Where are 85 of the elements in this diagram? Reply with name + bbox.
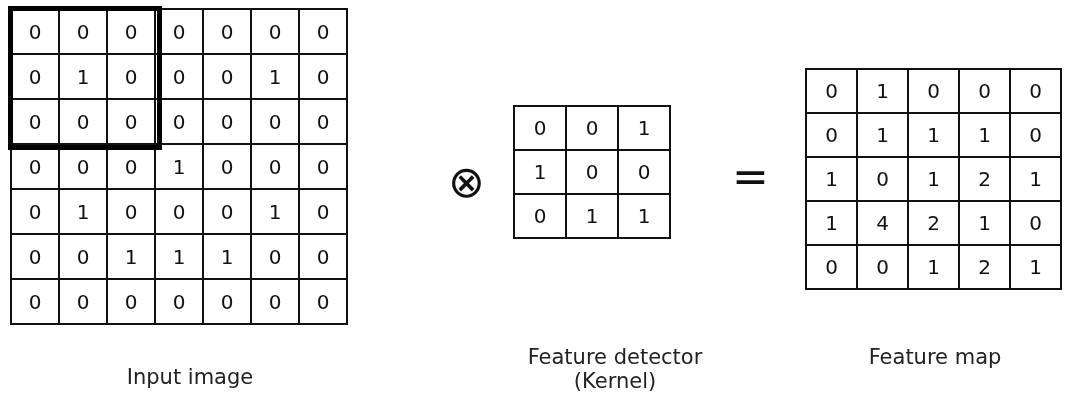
matrix-cell: 0 [203,189,251,234]
matrix-cell: 0 [203,144,251,189]
matrix-cell: 0 [1010,201,1061,245]
matrix-cell: 0 [203,99,251,144]
matrix-cell: 0 [299,189,347,234]
matrix-cell: 1 [618,194,670,238]
matrix-cell: 0 [299,54,347,99]
matrix-cell: 0 [11,279,59,324]
matrix-cell: 0 [155,279,203,324]
matrix-cell: 1 [251,54,299,99]
matrix-cell: 0 [299,144,347,189]
matrix-cell: 0 [203,279,251,324]
matrix-cell: 2 [908,201,959,245]
matrix-cell: 1 [514,150,566,194]
matrix-cell: 0 [857,157,908,201]
matrix-cell: 1 [806,201,857,245]
matrix-cell: 0 [155,9,203,54]
matrix-cell: 0 [806,69,857,113]
matrix-cell: 0 [107,9,155,54]
matrix-cell: 0 [299,9,347,54]
caption: Input image [125,365,255,389]
matrix-cell: 0 [155,54,203,99]
matrix-cell: 1 [959,201,1010,245]
matrix-cell: 1 [59,54,107,99]
matrix-cell: 0 [11,54,59,99]
matrix-cell: 1 [857,113,908,157]
matrix-cell: 0 [618,150,670,194]
matrix-cell: 1 [251,189,299,234]
matrix-cell: 0 [908,69,959,113]
matrix-cell: 0 [806,245,857,289]
equals-sign: = [732,155,769,199]
matrix-cell: 0 [251,234,299,279]
matrix-cell: 1 [908,157,959,201]
matrix-cell: 0 [11,9,59,54]
matrix-cell: 0 [251,9,299,54]
matrix-cell: 0 [59,99,107,144]
matrix-cell: 0 [299,234,347,279]
matrix-cell: 0 [857,245,908,289]
matrix-cell: 1 [107,234,155,279]
caption: Feature detector (Kernel) [526,345,704,393]
matrix-cell: 1 [203,234,251,279]
matrix-cell: 0 [11,234,59,279]
matrix-cell: 0 [806,113,857,157]
matrix-cell: 4 [857,201,908,245]
matrix-cell: 1 [1010,245,1061,289]
matrix-cell: 0 [251,99,299,144]
matrix-cell: 0 [299,279,347,324]
matrix-cell: 1 [908,113,959,157]
matrix-cell: 1 [618,106,670,150]
matrix-cell: 0 [203,54,251,99]
matrix-cell: 0 [566,150,618,194]
matrix-cell: 1 [155,234,203,279]
matrix-cell: 0 [107,99,155,144]
matrix-cell: 2 [959,157,1010,201]
convolution-symbol: ⊗ [448,160,485,204]
matrix-cell: 1 [1010,157,1061,201]
matrix-cell: 0 [251,144,299,189]
matrix-cell: 0 [155,189,203,234]
matrix-cell: 1 [155,144,203,189]
matrix-cell: 0 [107,189,155,234]
matrix-cell: 0 [959,69,1010,113]
matrix-cell: 0 [107,279,155,324]
matrix-cell: 0 [1010,69,1061,113]
matrix-cell: 1 [959,113,1010,157]
matrix-cell: 0 [11,189,59,234]
caption: Feature map [867,345,1003,369]
matrix-cell: 1 [857,69,908,113]
matrix-cell: 0 [299,99,347,144]
matrix-cell: 0 [107,54,155,99]
matrix-cell: 0 [1010,113,1061,157]
matrix-cell: 0 [11,99,59,144]
matrix-cell: 0 [514,194,566,238]
matrix-cell: 1 [59,189,107,234]
matrix-cell: 1 [566,194,618,238]
matrix-cell: 0 [566,106,618,150]
matrix-cell: 0 [59,279,107,324]
matrix-cell: 1 [806,157,857,201]
matrix-cell: 0 [514,106,566,150]
matrix-cell: 0 [59,9,107,54]
matrix-cell: 2 [959,245,1010,289]
matrix-cell: 0 [59,234,107,279]
matrix-cell: 0 [155,99,203,144]
matrix-cell: 1 [908,245,959,289]
matrix-cell: 0 [251,279,299,324]
matrix-cell: 0 [203,9,251,54]
